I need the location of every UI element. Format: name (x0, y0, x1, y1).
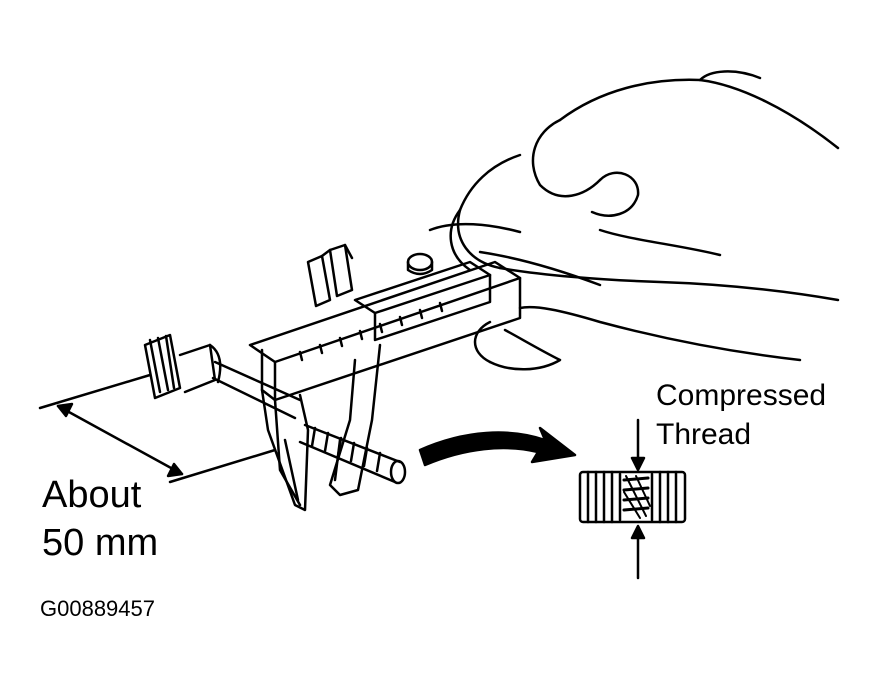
vernier-caliper-icon (248, 243, 522, 512)
thread-pointer-arrows (630, 418, 646, 580)
detail-label-line1: Compressed (656, 379, 827, 412)
dimension-label-line1: About (42, 474, 142, 516)
hand-icon (428, 70, 840, 371)
compressed-thread-icon (578, 470, 687, 524)
dimension-lines (38, 373, 277, 484)
figure-id: G00889457 (40, 596, 155, 621)
bolt-icon (143, 333, 407, 485)
dimension-label-line2: 50 mm (42, 522, 159, 564)
curved-arrow-icon (418, 426, 577, 467)
detail-label-line2: Thread (656, 418, 752, 451)
